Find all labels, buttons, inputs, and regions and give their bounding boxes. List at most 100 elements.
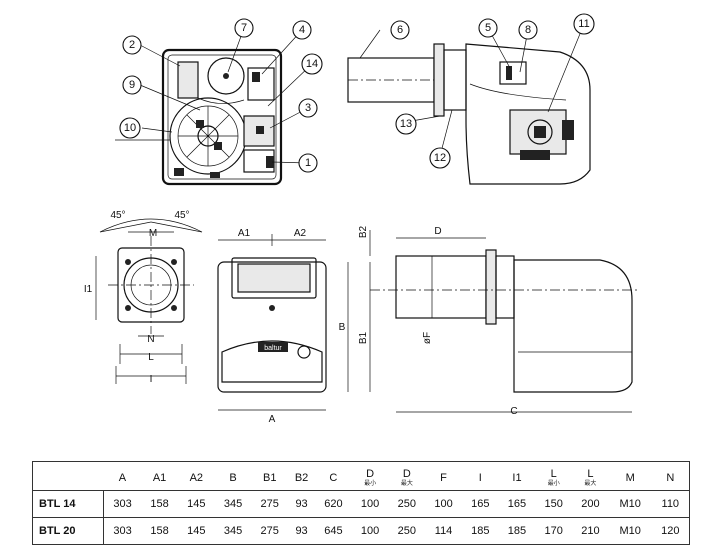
callout-9: 9 — [122, 75, 142, 95]
table-header-cell: N — [666, 472, 675, 484]
callout-4: 4 — [292, 20, 312, 40]
side-body-view — [369, 230, 640, 413]
table-cell: 185 — [461, 517, 499, 545]
svg-text:7: 7 — [241, 22, 247, 34]
table-row: BTL 14 303 158 145 345 275 93 620 100 25… — [32, 490, 690, 518]
table-cell: 645 — [315, 517, 352, 545]
callout-group-left — [115, 27, 313, 164]
table-cell: 200 — [572, 490, 609, 518]
table-cell: 303 — [103, 490, 142, 518]
flange-view — [95, 218, 203, 384]
table-header-cell: I1 — [512, 472, 522, 484]
table-cell: 250 — [388, 490, 426, 518]
model-name: BTL 20 — [32, 517, 104, 545]
table-cell: 345 — [214, 490, 252, 518]
svg-text:A1: A1 — [238, 228, 251, 239]
table-cell: 110 — [651, 490, 690, 518]
callout-14: 14 — [301, 53, 323, 75]
side-body-dimensions: D B2 B1 øF C — [358, 225, 518, 417]
table-header-cell: C — [329, 472, 338, 484]
svg-text:12: 12 — [434, 152, 446, 164]
front-body-view: baltur — [217, 234, 349, 411]
table-cell: 150 — [535, 490, 573, 518]
table-cell: 100 — [425, 490, 462, 518]
svg-text:45°: 45° — [110, 210, 125, 221]
table-cell: 303 — [103, 517, 142, 545]
svg-text:I: I — [150, 374, 153, 385]
svg-text:I1: I1 — [84, 284, 93, 295]
table-cell: 120 — [651, 517, 690, 545]
brand-logo: baltur — [264, 345, 282, 352]
table-header-cell: B — [229, 472, 237, 484]
table-cell: 170 — [535, 517, 573, 545]
svg-text:N: N — [147, 334, 154, 345]
callout-1: 1 — [298, 153, 318, 173]
table-header-cell: B2 — [294, 472, 309, 484]
table-cell: 114 — [425, 517, 462, 545]
svg-text:11: 11 — [578, 18, 589, 30]
table-cell: 345 — [214, 517, 252, 545]
svg-text:45°: 45° — [174, 210, 189, 221]
table-header-cell: A2 — [189, 472, 204, 484]
svg-text:B: B — [339, 322, 346, 333]
callout-2: 2 — [122, 35, 142, 55]
svg-text:9: 9 — [129, 79, 135, 91]
callout-8: 8 — [518, 20, 538, 40]
table-cell: 100 — [351, 490, 389, 518]
table-cell: 620 — [315, 490, 352, 518]
table-cell: 165 — [461, 490, 499, 518]
table-header-cell — [33, 462, 104, 491]
svg-text:13: 13 — [400, 118, 412, 130]
table-cell: 158 — [141, 517, 178, 545]
svg-text:2: 2 — [129, 39, 135, 51]
svg-text:5: 5 — [485, 22, 491, 34]
table-cell: M10 — [608, 517, 652, 545]
model-name: BTL 14 — [32, 490, 104, 518]
callout-10: 10 — [119, 117, 141, 139]
svg-text:A: A — [269, 414, 276, 425]
table-header-cell: M — [625, 472, 635, 484]
table-cell: 165 — [498, 490, 536, 518]
svg-text:øF: øF — [422, 332, 433, 344]
table-header-cell: F — [440, 472, 447, 484]
technical-drawing: 1 2 3 4 5 6 7 8 9 10 11 12 13 14 — [84, 13, 640, 425]
table-cell: 250 — [388, 517, 426, 545]
table-header-cell: I — [478, 472, 482, 484]
table-header-cell: A — [118, 472, 127, 484]
table-cell: 93 — [288, 517, 316, 545]
svg-text:C: C — [510, 406, 517, 417]
svg-text:8: 8 — [525, 24, 531, 36]
svg-text:B1: B1 — [358, 331, 369, 344]
table-header-cell: A1 — [152, 472, 167, 484]
svg-text:B2: B2 — [358, 225, 369, 238]
svg-text:14: 14 — [306, 58, 318, 70]
table-row: BTL 20 303 158 145 345 275 93 645 100 25… — [32, 517, 690, 545]
internal-side-view — [347, 43, 591, 185]
callout-12: 12 — [429, 147, 451, 169]
callout-3: 3 — [298, 98, 318, 118]
callout-6: 6 — [390, 20, 410, 40]
table-cell: 210 — [572, 517, 609, 545]
svg-text:1: 1 — [305, 157, 311, 169]
internal-front-view — [161, 48, 283, 186]
table-cell: 145 — [177, 490, 215, 518]
table-cell: 158 — [141, 490, 178, 518]
table-cell: 275 — [251, 490, 289, 518]
callout-11: 11 — [573, 13, 595, 35]
callout-5: 5 — [478, 18, 498, 38]
table-cell: 100 — [351, 517, 389, 545]
table-header-cell: B1 — [263, 472, 277, 484]
callout-13: 13 — [395, 113, 417, 135]
svg-text:10: 10 — [124, 122, 136, 134]
svg-text:4: 4 — [299, 24, 305, 36]
svg-text:3: 3 — [305, 102, 311, 114]
table-cell: M10 — [608, 490, 652, 518]
svg-text:M: M — [149, 228, 157, 239]
table-cell: 93 — [288, 490, 316, 518]
